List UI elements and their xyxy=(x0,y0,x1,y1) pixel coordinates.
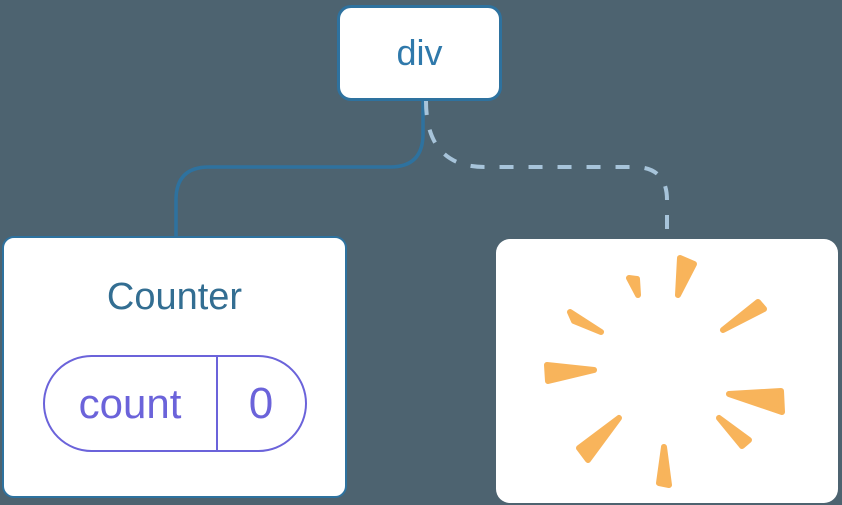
poof-burst-rays xyxy=(544,255,785,488)
state-key: count xyxy=(45,357,218,450)
edge-div-to-counter xyxy=(174,101,425,237)
state-badge: count 0 xyxy=(42,355,307,452)
tree-node-div: div xyxy=(337,5,502,101)
edge-div-to-removed xyxy=(424,100,669,240)
counter-title: Counter xyxy=(106,276,243,318)
tree-node-counter: Counter count 0 xyxy=(2,236,347,498)
state-value: 0 xyxy=(248,378,274,428)
poof-icon xyxy=(544,255,785,488)
div-node-label: div xyxy=(396,32,443,73)
tree-node-removed xyxy=(496,239,838,503)
